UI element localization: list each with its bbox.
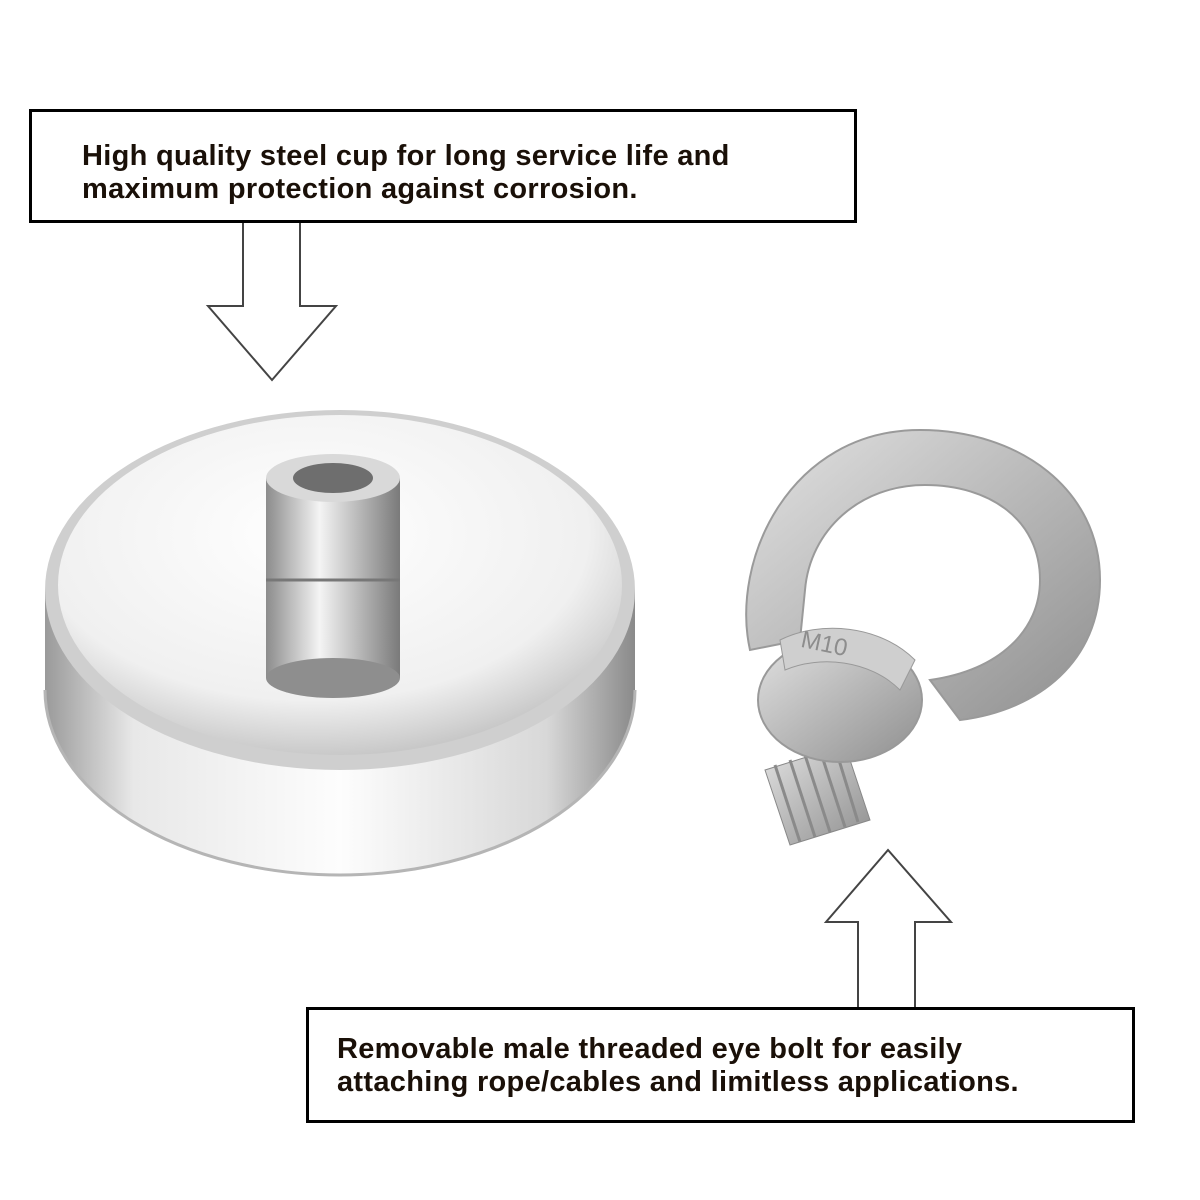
steel-cup-callout: High quality steel cup for long service …	[29, 109, 857, 223]
callout-text-line: High quality steel cup for long service …	[82, 140, 730, 172]
eye-bolt-image: M10	[745, 428, 1102, 846]
callout-text-line: maximum protection against corrosion.	[82, 173, 638, 205]
arrow-down-icon	[205, 222, 339, 382]
magnet-cup-image	[43, 410, 637, 877]
eye-bolt-callout: Removable male threaded eye bolt for eas…	[306, 1007, 1135, 1123]
callout-text-line: Removable male threaded eye bolt for eas…	[337, 1033, 963, 1065]
callout-text-line: attaching rope/cables and limitless appl…	[337, 1066, 1019, 1098]
arrow-up-icon	[823, 848, 954, 1008]
